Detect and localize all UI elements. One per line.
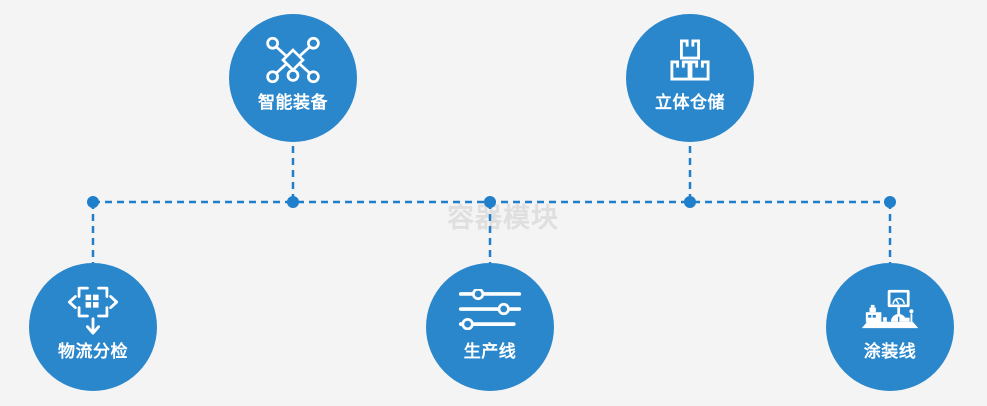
node-smart-equipment[interactable]: 智能装备 bbox=[229, 14, 357, 142]
watermark: 容器模块 bbox=[447, 203, 559, 233]
node-production-line[interactable]: 生产线 bbox=[426, 263, 554, 391]
node-label: 物流分检 bbox=[58, 342, 128, 361]
node-label: 涂装线 bbox=[863, 342, 917, 361]
node-label: 生产线 bbox=[463, 342, 517, 361]
coating-machine-icon bbox=[826, 278, 954, 340]
stacked-boxes-icon bbox=[626, 29, 754, 91]
sliders-icon bbox=[426, 278, 554, 340]
node-label: 立体仓储 bbox=[655, 93, 725, 112]
network-nodes-icon bbox=[229, 29, 357, 91]
junction-dot bbox=[884, 196, 896, 208]
node-label: 智能装备 bbox=[258, 93, 328, 112]
junction-dot bbox=[287, 196, 299, 208]
junction-dot bbox=[484, 196, 496, 208]
node-coating-line[interactable]: 涂装线 bbox=[826, 263, 954, 391]
junction-dot bbox=[684, 196, 696, 208]
node-logistics-sorting[interactable]: 物流分检 bbox=[29, 263, 157, 391]
node-stereoscopic-warehouse[interactable]: 立体仓储 bbox=[626, 14, 754, 142]
sorting-crosshair-icon bbox=[29, 278, 157, 340]
junction-dot bbox=[87, 196, 99, 208]
